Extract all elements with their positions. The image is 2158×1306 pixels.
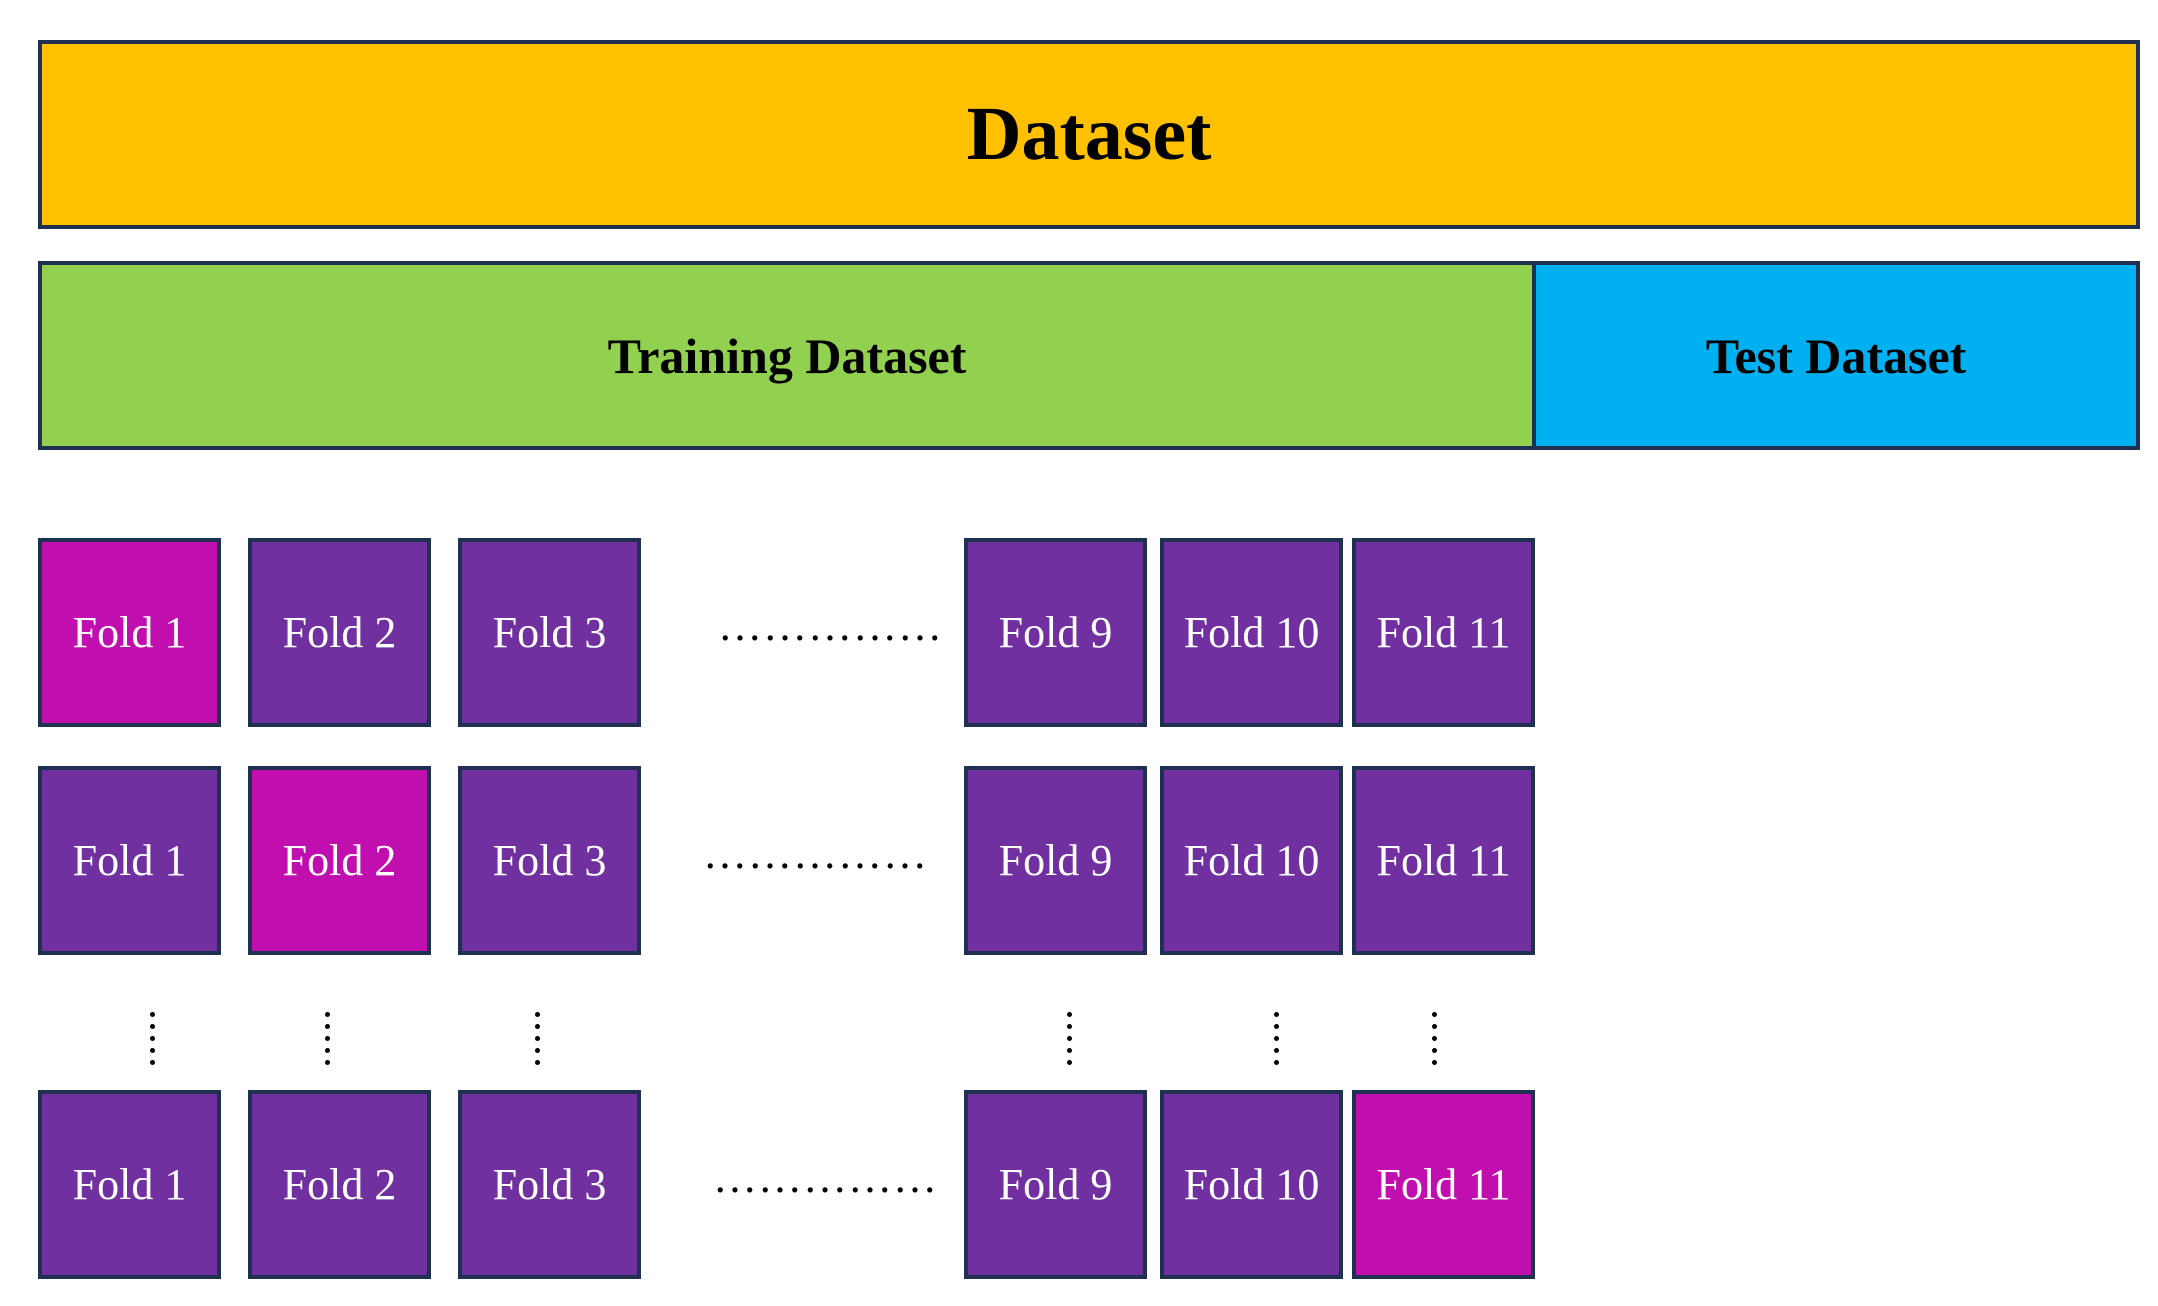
fold-box: Fold 2 [248,766,431,955]
fold-box: Fold 9 [964,766,1147,955]
fold-box: Fold 9 [964,1090,1147,1279]
training-dataset-label: Training Dataset [607,327,967,384]
fold-box: Fold 3 [458,766,641,955]
test-dataset-bar: Test Dataset [1532,261,2140,450]
vertical-ellipsis [1067,1012,1073,1066]
fold-box: Fold 10 [1160,766,1343,955]
ellipsis: …………… [718,601,943,650]
fold-box: Fold 2 [248,1090,431,1279]
dataset-label: Dataset [966,92,1212,176]
vertical-ellipsis [1432,1012,1438,1066]
dataset-bar: Dataset [38,40,2140,229]
vertical-ellipsis [1274,1012,1280,1066]
fold-box: Fold 10 [1160,538,1343,727]
training-dataset-bar: Training Dataset [38,261,1536,450]
vertical-ellipsis [150,1012,156,1066]
fold-box: Fold 1 [38,538,221,727]
fold-box: Fold 3 [458,538,641,727]
fold-box: Fold 1 [38,766,221,955]
vertical-ellipsis [325,1012,331,1066]
fold-box: Fold 1 [38,1090,221,1279]
fold-box: Fold 3 [458,1090,641,1279]
fold-box: Fold 2 [248,538,431,727]
fold-box: Fold 11 [1352,1090,1535,1279]
ellipsis: …………… [713,1153,938,1202]
test-dataset-label: Test Dataset [1705,327,1967,384]
fold-box: Fold 10 [1160,1090,1343,1279]
vertical-ellipsis [535,1012,541,1066]
fold-box: Fold 11 [1352,766,1535,955]
fold-box: Fold 11 [1352,538,1535,727]
ellipsis: …………… [703,829,928,878]
fold-box: Fold 9 [964,538,1147,727]
